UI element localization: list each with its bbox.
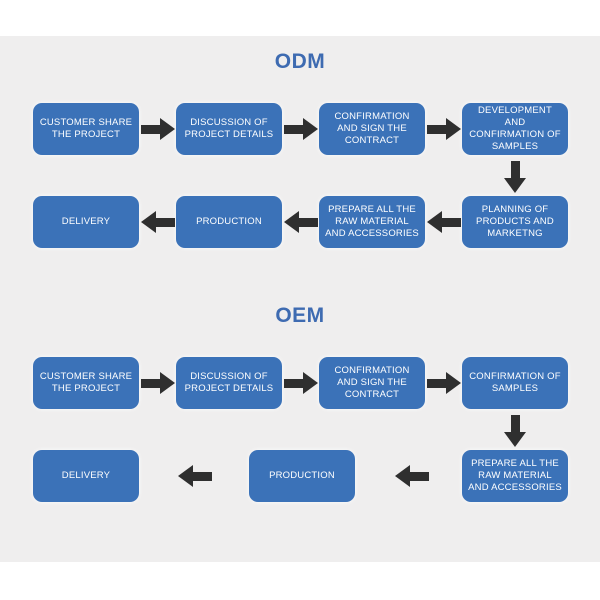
arrow-right-icon xyxy=(427,372,461,394)
arrow-head xyxy=(284,211,299,233)
odm-step-planning-marketing: PLANNING OF PRODUCTS AND MARKETNG xyxy=(462,196,568,248)
arrow-shaft xyxy=(141,124,160,134)
arrow-head xyxy=(504,178,526,193)
arrow-head xyxy=(303,372,318,394)
oem-step-discussion-details: DISCUSSION OF PROJECT DETAILS xyxy=(176,357,282,409)
arrow-head xyxy=(446,118,461,140)
arrow-head xyxy=(303,118,318,140)
odm-step-sign-contract: CONFIRMATION AND SIGN THE CONTRACT xyxy=(319,103,425,155)
arrow-shaft xyxy=(299,217,318,227)
arrow-right-icon xyxy=(141,118,175,140)
odm-step-customer-share: CUSTOMER SHARE THE PROJECT xyxy=(33,103,139,155)
arrow-down-icon xyxy=(504,161,526,193)
arrow-shaft xyxy=(510,415,520,432)
odm-step-discussion-details: DISCUSSION OF PROJECT DETAILS xyxy=(176,103,282,155)
oem-title: OEM xyxy=(275,304,325,327)
arrow-shaft xyxy=(410,471,429,481)
arrow-shaft xyxy=(156,217,175,227)
arrow-shaft xyxy=(510,161,520,178)
oem-step-confirmation-samples: CONFIRMATION OF SAMPLES xyxy=(462,357,568,409)
oem-step-prepare-material: PREPARE ALL THE RAW MATERIAL AND ACCESSO… xyxy=(462,450,568,502)
arrow-shaft xyxy=(284,378,303,388)
odm-step-delivery: DELIVERY xyxy=(33,196,139,248)
arrow-head xyxy=(427,211,442,233)
arrow-right-icon xyxy=(284,372,318,394)
oem-step-delivery: DELIVERY xyxy=(33,450,139,502)
arrow-head xyxy=(141,211,156,233)
arrow-head xyxy=(446,372,461,394)
oem-step-production: PRODUCTION xyxy=(249,450,355,502)
arrow-head xyxy=(160,372,175,394)
arrow-head xyxy=(504,432,526,447)
odm-step-production: PRODUCTION xyxy=(176,196,282,248)
arrow-shaft xyxy=(427,378,446,388)
arrow-shaft xyxy=(193,471,212,481)
arrow-shaft xyxy=(284,124,303,134)
arrow-right-icon xyxy=(427,118,461,140)
arrow-shaft xyxy=(141,378,160,388)
arrow-shaft xyxy=(442,217,461,227)
arrow-left-icon xyxy=(395,465,429,487)
odm-title: ODM xyxy=(274,50,326,73)
arrow-left-icon xyxy=(284,211,318,233)
arrow-right-icon xyxy=(284,118,318,140)
arrow-head xyxy=(395,465,410,487)
arrow-down-icon xyxy=(504,415,526,447)
arrow-right-icon xyxy=(141,372,175,394)
arrow-left-icon xyxy=(427,211,461,233)
oem-step-sign-contract: CONFIRMATION AND SIGN THE CONTRACT xyxy=(319,357,425,409)
odm-step-prepare-material: PREPARE ALL THE RAW MATERIAL AND ACCESSO… xyxy=(319,196,425,248)
arrow-left-icon xyxy=(141,211,175,233)
arrow-shaft xyxy=(427,124,446,134)
arrow-left-icon xyxy=(178,465,212,487)
arrow-head xyxy=(160,118,175,140)
odm-step-development-samples: DEVELOPMENT AND CONFIRMATION OF SAMPLES xyxy=(462,103,568,155)
oem-step-customer-share: CUSTOMER SHARE THE PROJECT xyxy=(33,357,139,409)
arrow-head xyxy=(178,465,193,487)
